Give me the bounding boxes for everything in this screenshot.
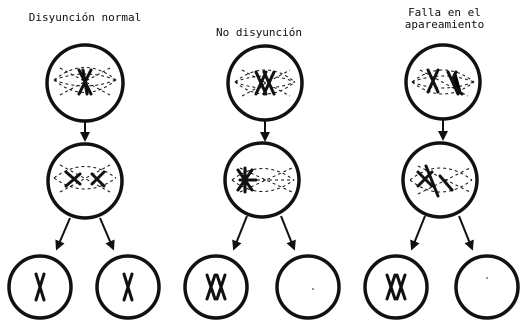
arrow-left-daughter [235, 216, 247, 246]
unpaired-chromosomes [428, 70, 462, 94]
spindle-fibers [410, 166, 472, 194]
daughter-cell-empty [277, 256, 339, 318]
arrow-right-daughter [459, 216, 471, 246]
daughter-cell [9, 256, 71, 318]
single-chromosome [124, 274, 132, 300]
anaphase-cell [48, 144, 122, 218]
daughter-cell-empty [456, 256, 518, 318]
chromosome-pair [79, 70, 91, 94]
metaphase-cell [47, 45, 123, 121]
spindle-fibers [54, 165, 116, 192]
metaphase-cell [228, 46, 302, 120]
metaphase-cell [406, 45, 480, 119]
arrow-left-daughter [58, 218, 70, 246]
column-nondisjunction [185, 46, 339, 318]
daughter-cell [97, 256, 159, 318]
arrow-left-daughter [413, 216, 425, 246]
single-chromosome [36, 274, 44, 300]
chromosome-pair [387, 275, 405, 299]
arrow-right-daughter [100, 218, 112, 246]
daughter-cell-disomic [365, 256, 427, 318]
column-pairing-failure [365, 45, 518, 318]
column-normal-disjunction [9, 45, 159, 318]
anaphase-cell [403, 143, 477, 217]
chromosome-pair [207, 275, 225, 299]
spindle-fibers [412, 70, 474, 96]
arrow-right-daughter [281, 216, 293, 246]
chromosomes-separating [66, 172, 104, 186]
daughter-cell-disomic [185, 256, 247, 318]
anaphase-cell [225, 143, 299, 217]
